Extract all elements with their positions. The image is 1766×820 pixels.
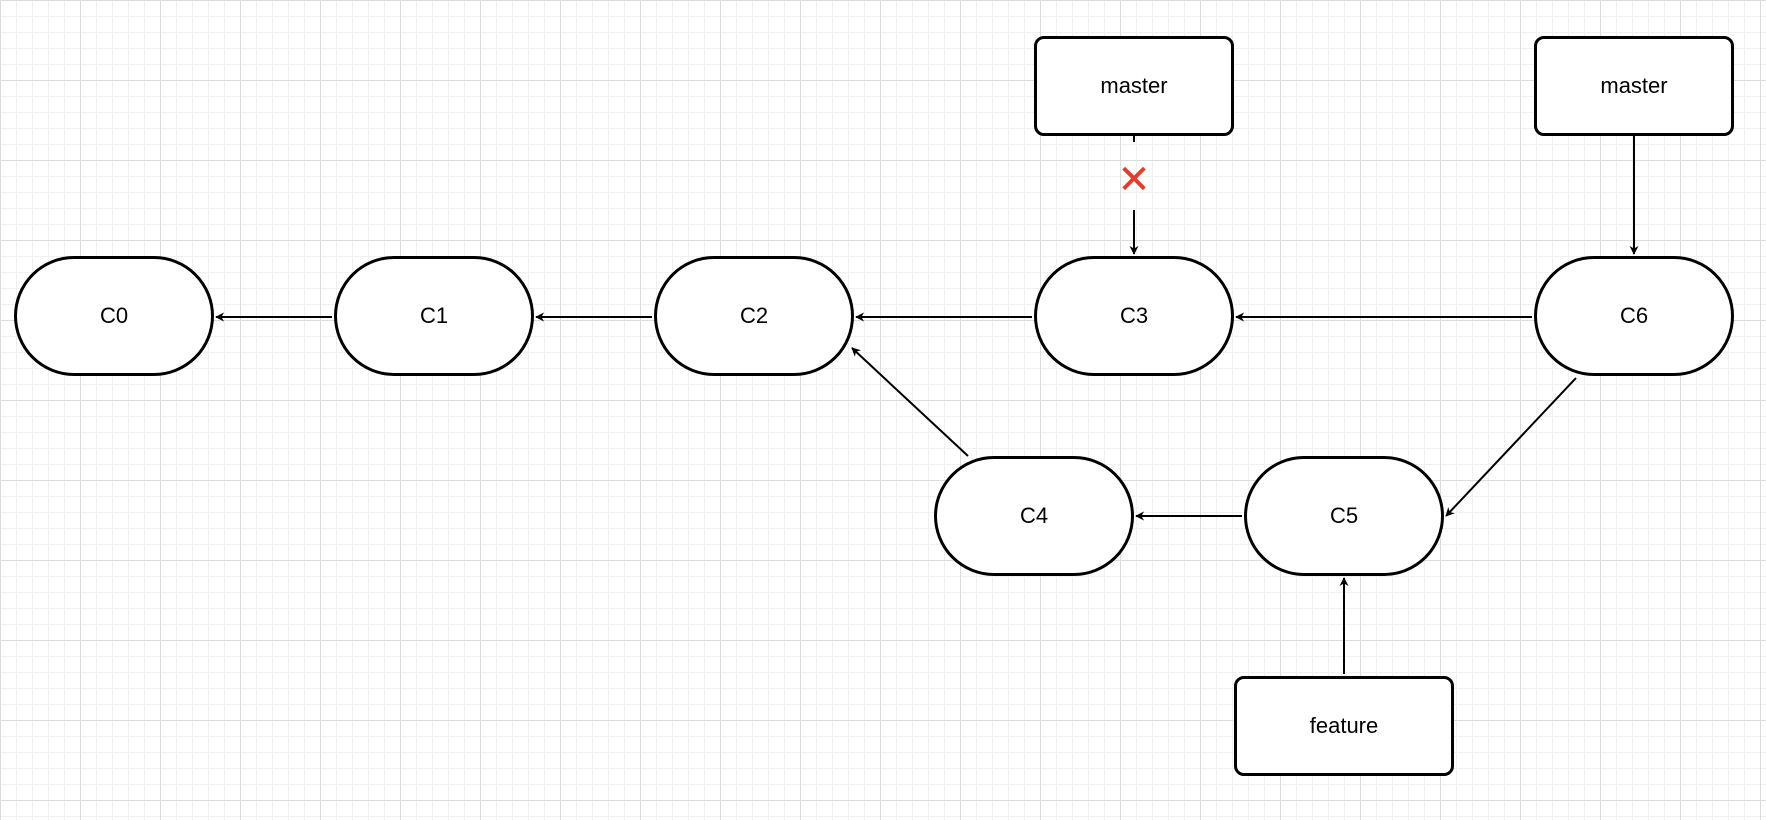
branch-master-new[interactable]: master xyxy=(1534,36,1734,136)
branch-label: feature xyxy=(1309,713,1379,738)
commit-label: C5 xyxy=(1329,503,1359,528)
commit-label: C3 xyxy=(1119,303,1149,328)
edge-c4-c2 xyxy=(851,347,969,457)
commit-label: C0 xyxy=(99,303,129,328)
branch-master-old[interactable]: master xyxy=(1034,36,1234,136)
commit-c0[interactable]: C0 xyxy=(14,256,214,376)
commit-c3[interactable]: C3 xyxy=(1034,256,1234,376)
branch-label: master xyxy=(1600,73,1668,98)
commit-c4[interactable]: C4 xyxy=(934,456,1134,576)
commit-c2[interactable]: C2 xyxy=(654,256,854,376)
commit-c6[interactable]: C6 xyxy=(1534,256,1734,376)
commit-label: C6 xyxy=(1619,303,1649,328)
commit-c5[interactable]: C5 xyxy=(1244,456,1444,576)
commit-label: C4 xyxy=(1019,503,1049,528)
branch-feature[interactable]: feature xyxy=(1234,676,1454,776)
edge-c6-c5 xyxy=(1445,377,1577,517)
branch-label: master xyxy=(1100,73,1168,98)
commit-label: C2 xyxy=(739,303,769,328)
commit-c1[interactable]: C1 xyxy=(334,256,534,376)
commit-label: C1 xyxy=(419,303,449,328)
cross-icon: ✕ xyxy=(1117,157,1151,203)
